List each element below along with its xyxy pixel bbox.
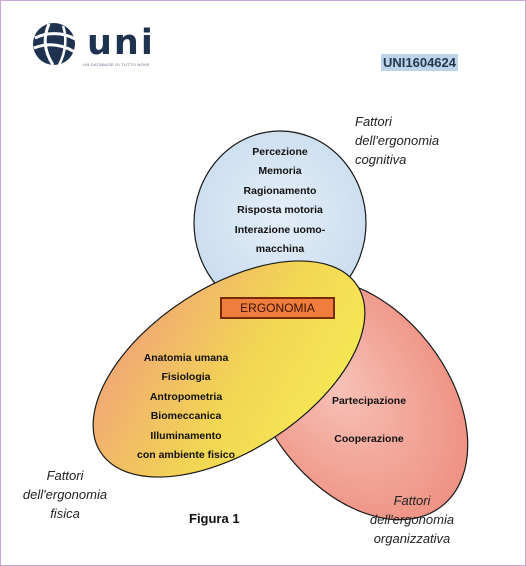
list-item: Fisiologia xyxy=(161,371,211,384)
list-item: Risposta motoria xyxy=(237,204,323,217)
list-item: Antropometria xyxy=(149,390,223,403)
list-item: Anatomia umana xyxy=(143,352,229,364)
logo-wordmark: uni xyxy=(87,23,155,63)
figure-caption: Figura 1 xyxy=(189,511,240,526)
document-code: UNI1604624 xyxy=(381,54,458,71)
physical-items: Anatomia umana Fisiologia Antropometria … xyxy=(121,349,251,465)
physical-factors-label: Fattori dell'ergonomia fisica xyxy=(22,468,108,521)
list-item: Ragionamento xyxy=(243,184,317,197)
cognitive-items: Percezione Memoria Ragionamento Risposta… xyxy=(219,143,341,259)
organizational-items: Partecipazione Cooperazione xyxy=(313,382,425,458)
ergonomia-box: ERGONOMIA xyxy=(220,297,335,319)
list-item: Biomeccanica xyxy=(150,410,222,423)
list-item: Cooperazione xyxy=(334,433,404,445)
logo-tagline: UN DATABASE DI TUTTO NOVE xyxy=(83,62,150,67)
list-item: Partecipazione xyxy=(331,395,407,407)
list-item: Memoria xyxy=(258,165,302,178)
uni-logo: uni UN DATABASE DI TUTTO NOVE xyxy=(31,21,171,71)
list-item: Percezione xyxy=(252,146,308,158)
list-item: Interazione uomo- xyxy=(234,223,326,236)
list-item: con ambiente fisico xyxy=(136,449,236,462)
globe-icon xyxy=(33,23,76,66)
list-item: Illuminamento xyxy=(150,429,222,442)
list-item: macchina xyxy=(255,243,305,256)
cognitive-factors-label: Fattori dell'ergonomia cognitiva xyxy=(355,114,440,167)
organizational-factors-label: Fattori dell'ergonomia organizzativa xyxy=(369,493,455,546)
